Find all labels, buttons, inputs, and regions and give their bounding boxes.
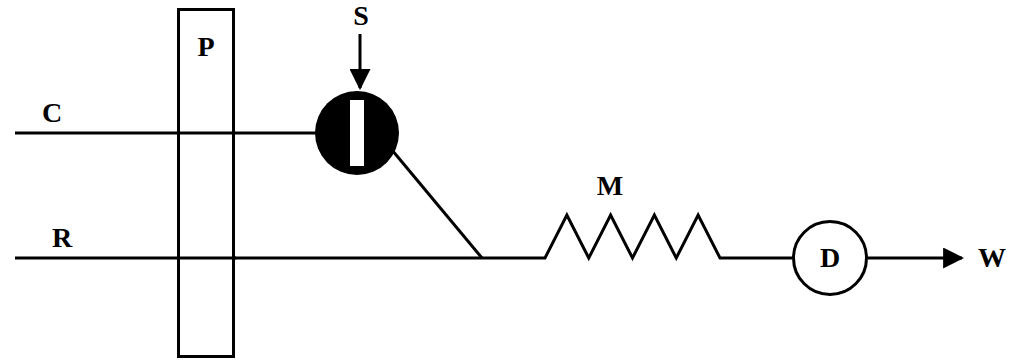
injection-valve [315, 91, 399, 175]
injection-arrow [359, 34, 362, 88]
pump-box: P [177, 8, 235, 358]
node-label: D [820, 244, 840, 272]
reagent-line [15, 257, 236, 260]
tube-with-mixing-coil [235, 215, 792, 258]
waste-label: W [978, 244, 1006, 272]
line-label: C [42, 99, 62, 127]
line-label: R [52, 224, 72, 252]
waste-arrow [868, 257, 962, 260]
node-label: P [197, 33, 214, 61]
merge-line [392, 150, 482, 258]
valve-label: S [353, 2, 369, 30]
detector-circle: D [792, 220, 868, 296]
sample-loop [349, 99, 365, 167]
carrier-line [15, 132, 316, 135]
coil-label: M [597, 172, 623, 200]
